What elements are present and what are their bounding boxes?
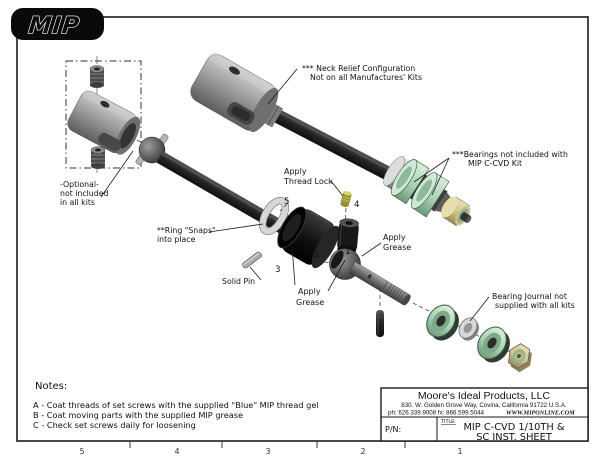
- thread-lock-callout-2: Thread Lock: [283, 177, 333, 186]
- wheel-bearing-2: [477, 326, 510, 363]
- wheel-bearing-1: [426, 304, 459, 341]
- callout-labels: *** Neck Relief Configuration Not on all…: [60, 64, 575, 310]
- assembled-outdrive: [383, 156, 472, 227]
- optional-callout: -Optional-: [60, 180, 99, 189]
- solid-pin: [242, 251, 262, 269]
- note-item-a: A - Coat threads of set screws with the …: [33, 400, 319, 410]
- ring-snaps-callout-2: into place: [157, 235, 196, 244]
- zone-label: 1: [457, 447, 462, 456]
- set-screw-hole: [229, 66, 240, 75]
- assembled-driveshaft: [190, 52, 472, 227]
- thread-lock-set-screw: [340, 191, 352, 207]
- notes-heading: Notes:: [35, 381, 67, 392]
- company-website: WWW.MIPONLINE.COM: [506, 410, 575, 417]
- company-address: 830. W. Golden Grove Way, Covina, Califo…: [401, 402, 567, 409]
- sheet-title-line1: MIP C-CVD 1/10TH &: [463, 422, 564, 433]
- optional-parts-box: [65, 56, 150, 173]
- zone-label: 4: [174, 447, 179, 456]
- part-number-5: 5: [284, 197, 289, 207]
- notes-section: Notes: A - Coat threads of set screws wi…: [33, 381, 319, 430]
- grease-left-callout: Apply: [298, 287, 321, 296]
- optional-callout-2: not included: [60, 189, 108, 198]
- axle-shaft: [348, 261, 411, 306]
- set-screw-top-icon: [89, 65, 105, 88]
- optional-dashed-box: [65, 60, 142, 169]
- bone-ball: [138, 136, 166, 164]
- zone-label: 2: [360, 447, 365, 456]
- neck-relief-callout: *** Neck Relief Configuration: [302, 64, 415, 73]
- company-name: Moore's Ideal Products, LLC: [418, 390, 551, 402]
- company-phone-fax: ph: 626.339.9008 fx: 866.599.5044: [388, 410, 485, 417]
- zone-label: 5: [79, 447, 84, 456]
- coupling-cup: [277, 206, 340, 269]
- thread-lock-callout: Apply: [284, 167, 307, 176]
- optional-callout-3: in all kits: [60, 198, 95, 207]
- journal-callout-2: supplied with all kits: [495, 301, 575, 310]
- note-item-c: C - Check set screws daily for loosening: [33, 420, 196, 430]
- grease-right-callout-2: Grease: [383, 243, 411, 252]
- part-number-1: 1: [345, 247, 350, 257]
- wheel-bearing-set: [426, 304, 532, 373]
- title-block: Moore's Ideal Products, LLC 830. W. Gold…: [380, 387, 589, 443]
- part-number-3: 3: [275, 265, 280, 275]
- bearing-journal-washer: [458, 317, 479, 341]
- wheel-locknut: [507, 343, 532, 373]
- optional-coupler: [67, 89, 141, 155]
- grease-right-callout: Apply: [383, 233, 406, 242]
- sheet-title-line2: SC INST. SHEET: [476, 432, 553, 443]
- stub-axle: [329, 248, 411, 337]
- grease-left-callout-2: Grease: [296, 298, 324, 307]
- title-cell-label: TITLE: [441, 419, 455, 425]
- journal-callout: Bearing Journal not: [492, 292, 567, 301]
- leader-lines: [100, 68, 490, 322]
- part-number-2: 2: [314, 250, 319, 260]
- zone-ticks: [129, 441, 406, 448]
- bearings-callout-2: MIP C-CVD Kit: [468, 159, 522, 168]
- zone-label: 3: [265, 447, 270, 456]
- cvd-bone: [135, 133, 294, 269]
- drawing-frame: [16, 16, 589, 442]
- snap-ring: [259, 196, 289, 236]
- mip-logo: MIP: [11, 8, 104, 40]
- note-item-b: B - Coat moving parts with the supplied …: [33, 410, 243, 420]
- driveshaft-shaft: [260, 102, 392, 180]
- solid-pin-callout: Solid Pin: [222, 277, 255, 286]
- set-screw-bottom-icon: [90, 146, 106, 169]
- driveshaft-coupler: [190, 52, 284, 133]
- part-number-4: 4: [354, 200, 359, 210]
- bearings-callout: ***Bearings not included with: [452, 150, 568, 159]
- bone-shaft: [156, 151, 294, 238]
- mip-logo-text: MIP: [27, 13, 81, 39]
- ring-snaps-callout: **Ring "Snaps": [157, 226, 216, 235]
- wheel-cross-pin: [376, 310, 384, 337]
- pn-label: P/N:: [385, 425, 401, 434]
- neck-relief-callout-2: Not on all Manufactures' Kits: [310, 73, 422, 82]
